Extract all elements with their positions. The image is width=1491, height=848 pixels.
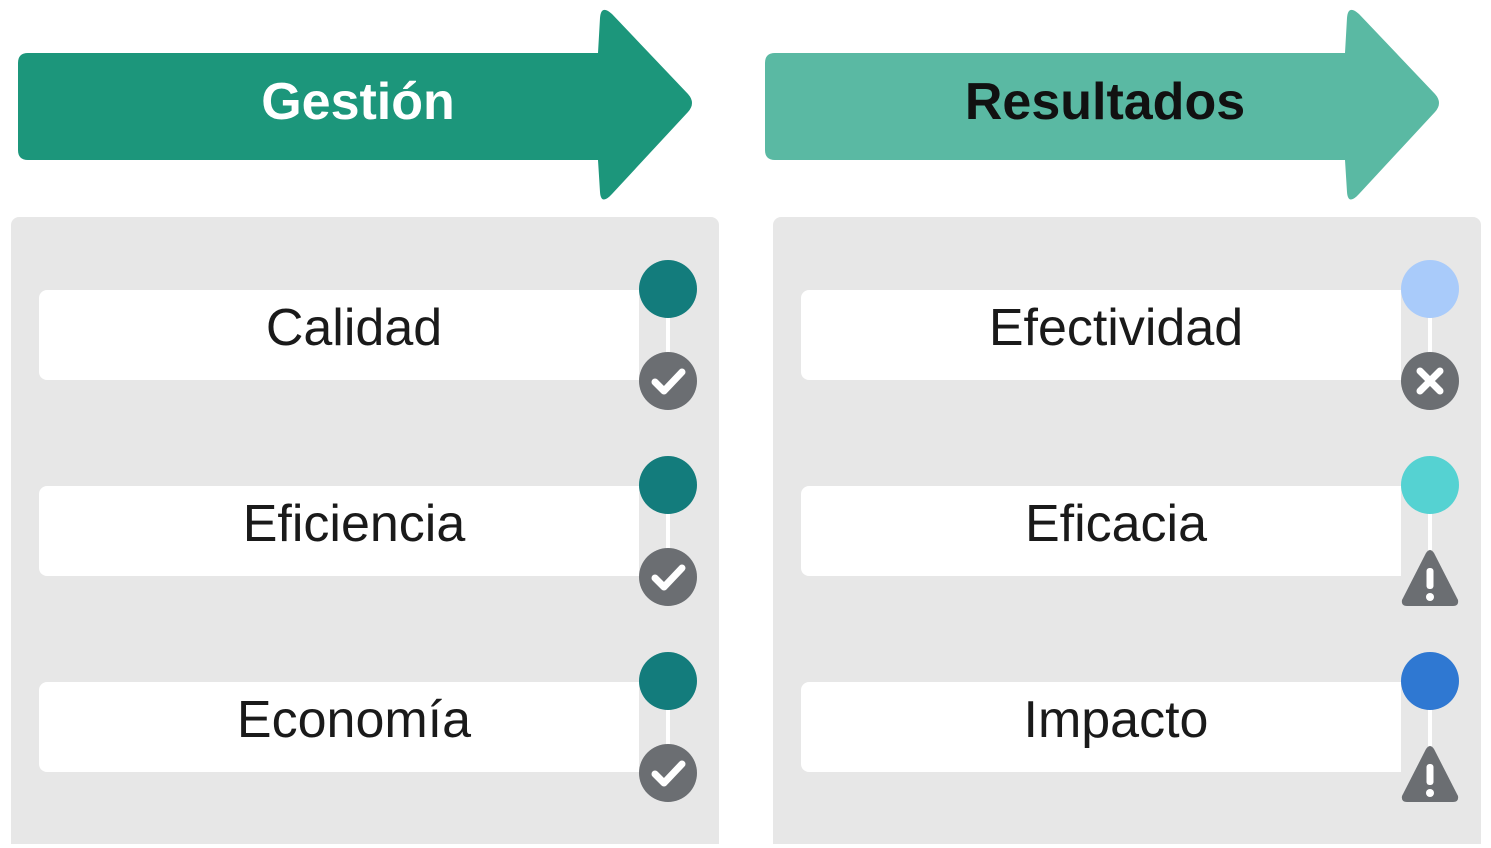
gestion-item: Eficiencia <box>39 456 697 652</box>
label-box: Economía <box>39 682 639 772</box>
resultados-title: Resultados <box>964 73 1246 131</box>
gestion-panel: Calidad Eficiencia Economía <box>11 217 719 844</box>
label-box: Calidad <box>39 290 639 380</box>
x-circle-icon <box>1401 352 1459 410</box>
connector-line <box>1428 290 1432 380</box>
resultados-item-label: Efectividad <box>988 299 1244 357</box>
indicator-dot <box>639 260 697 318</box>
warning-triangle-icon <box>1401 744 1459 802</box>
check-circle-icon <box>639 548 697 606</box>
connector-line <box>666 486 670 576</box>
gestion-arrow-shape <box>18 9 692 200</box>
resultados-arrow-shape <box>765 9 1439 200</box>
resultados-panel: Efectividad Eficacia Impacto <box>773 217 1481 844</box>
check-circle-icon <box>639 352 697 410</box>
gestion-title: Gestión <box>261 73 455 131</box>
resultados-item: Efectividad <box>801 260 1459 456</box>
gestion-item: Calidad <box>39 260 697 456</box>
resultados-arrow: Resultados <box>747 0 1447 212</box>
gestion-item-label: Economía <box>236 691 472 749</box>
indicator-dot <box>639 456 697 514</box>
label-box: Efectividad <box>801 290 1401 380</box>
resultados-item-label: Eficacia <box>1024 495 1208 553</box>
indicator-dot <box>639 652 697 710</box>
resultados-item: Eficacia <box>801 456 1459 652</box>
indicator-dot <box>1401 652 1459 710</box>
indicator-dot <box>1401 456 1459 514</box>
resultados-item-label: Impacto <box>1023 691 1209 749</box>
gestion-item-label: Eficiencia <box>242 495 466 553</box>
check-circle-icon <box>639 744 697 802</box>
indicator-dot <box>1401 260 1459 318</box>
gestion-item: Economía <box>39 652 697 848</box>
connector-line <box>666 290 670 380</box>
connector-line <box>1428 682 1432 772</box>
label-box: Impacto <box>801 682 1401 772</box>
connector-line <box>666 682 670 772</box>
resultados-item: Impacto <box>801 652 1459 848</box>
label-box: Eficacia <box>801 486 1401 576</box>
label-box: Eficiencia <box>39 486 639 576</box>
gestion-arrow: Gestión <box>0 0 700 212</box>
gestion-item-label: Calidad <box>265 299 443 357</box>
warning-triangle-icon <box>1401 548 1459 606</box>
connector-line <box>1428 486 1432 576</box>
